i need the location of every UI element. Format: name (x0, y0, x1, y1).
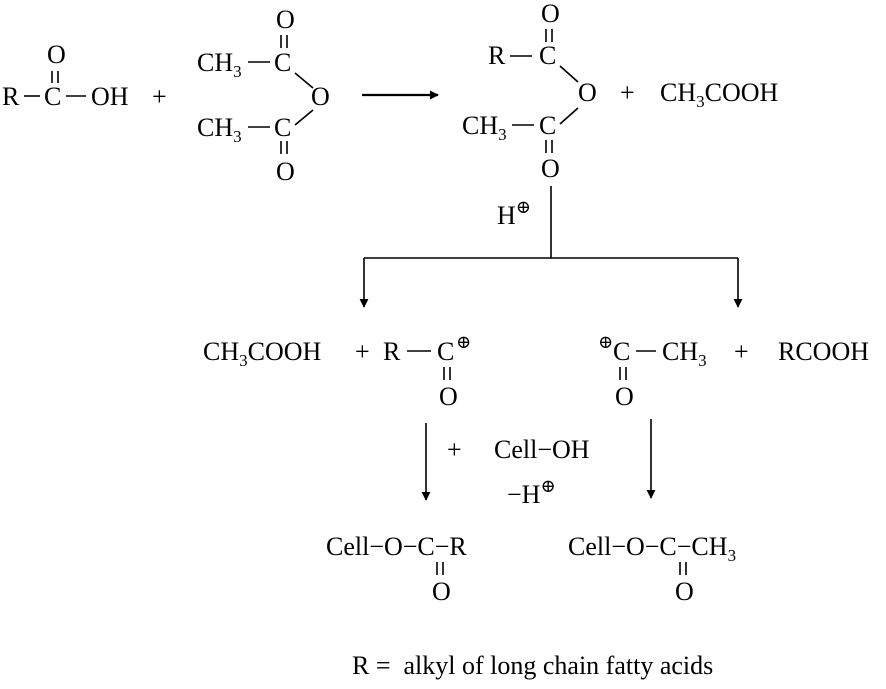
acid-carbonyl-oxygen: O (47, 40, 66, 69)
reagent-plus-sign: + (447, 435, 462, 464)
right-plus-sign: + (734, 337, 749, 366)
acetylium-positive-charge: ⊕ (598, 332, 613, 352)
mixed-top-carbonyl-oxygen: O (541, 0, 560, 28)
mixed-methyl: CH3 (462, 111, 507, 144)
plus-sign-products: + (620, 78, 635, 107)
anhydride-bridge-oxygen: O (311, 82, 330, 111)
carboxylic-acid: O R C OH (2, 40, 129, 111)
mixed-bridge-oxygen: O (578, 78, 597, 107)
fatty-ester-carbonyl-oxygen: O (432, 577, 451, 606)
anhydride-bottom-carbon: C (274, 113, 291, 142)
r-group-definition-footnote: R = alkyl of long chain fatty acids (352, 651, 713, 680)
anhydride-bond-top-c-o (294, 72, 314, 89)
acid-hydroxyl: OH (91, 82, 129, 111)
acylium-oxygen: O (439, 382, 458, 411)
acylium-r-group: R (383, 337, 401, 366)
cellulose-fatty-ester-formula: Cell−O−C−R (326, 532, 467, 561)
acetylium-oxygen: O (615, 382, 634, 411)
anhydride-top-carbon: C (274, 48, 291, 77)
mixed-r-group: R (488, 41, 506, 70)
fatty-acid-byproduct: RCOOH (778, 337, 869, 366)
proton-loss-label: −H⊕ (507, 476, 556, 509)
acid-catalyst-label: H⊕ (497, 197, 531, 230)
cellulose-acetate-formula: Cell−O−C−CH3 (568, 532, 736, 565)
mixed-bond-top-c-o (559, 65, 579, 83)
acetic-anhydride: O CH3 C O CH3 C O (197, 5, 330, 186)
acid-r-group: R (2, 82, 20, 111)
acetylium-carbon: C (613, 337, 630, 366)
anhydride-top-carbonyl-oxygen: O (276, 5, 295, 34)
mixed-top-carbon: C (539, 41, 556, 70)
right-branch-species: ⊕ C CH3 O + RCOOH (598, 332, 869, 411)
acetic-acid-byproduct: CH3COOH (660, 78, 779, 111)
cellulose-acetate: Cell−O−C−CH3 O (568, 532, 736, 606)
cellulose-fatty-ester: Cell−O−C−R O (326, 532, 467, 606)
left-branch-species: CH3COOH + R C ⊕ O (203, 332, 471, 411)
acetate-carbonyl-oxygen: O (675, 577, 694, 606)
anhydride-bottom-carbonyl-oxygen: O (276, 157, 295, 186)
anhydride-top-methyl: CH3 (197, 48, 242, 81)
acylium-carbon: C (437, 337, 454, 366)
acylium-positive-charge: ⊕ (456, 332, 471, 352)
cellulose-hydroxyl-reagent: Cell−OH (494, 435, 590, 464)
left-acetic-acid: CH3COOH (203, 337, 322, 370)
left-plus-sign: + (355, 337, 370, 366)
acetylium-methyl: CH3 (662, 337, 707, 370)
mixed-bottom-carbonyl-oxygen: O (541, 154, 560, 183)
plus-sign-reactants: + (152, 82, 167, 111)
mixed-bottom-carbon: C (539, 111, 556, 140)
mixed-bond-o-bottom-c (559, 107, 579, 125)
acid-carbon: C (44, 82, 61, 111)
anhydride-bond-o-bottom-c (294, 109, 314, 126)
anhydride-bottom-methyl: CH3 (197, 113, 242, 146)
mixed-anhydride: O R C O CH3 C O (462, 0, 597, 183)
